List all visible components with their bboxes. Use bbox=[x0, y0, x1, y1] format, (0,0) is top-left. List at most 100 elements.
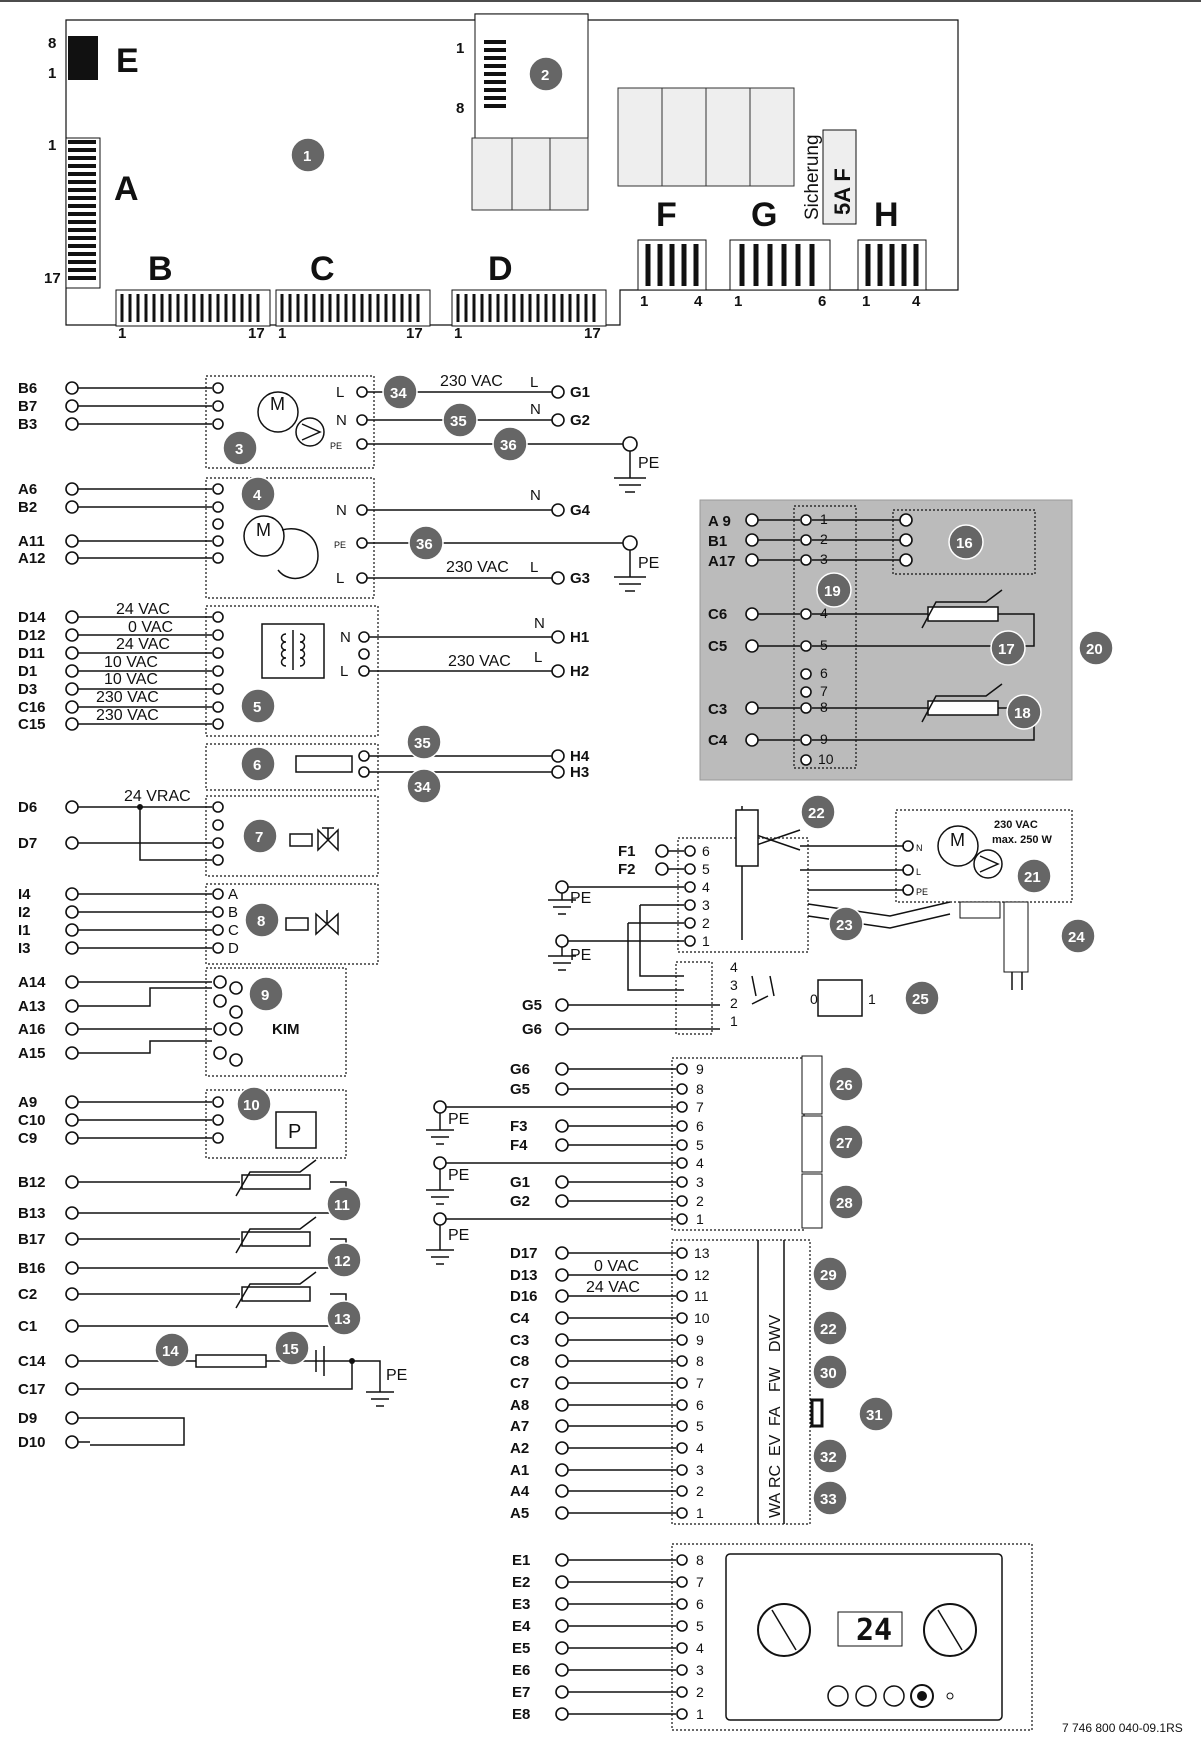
terminal-label: B6 bbox=[18, 380, 37, 397]
reset-button[interactable] bbox=[827, 1685, 849, 1707]
pin-label: 4 bbox=[912, 293, 921, 310]
svg-text:L: L bbox=[916, 867, 921, 877]
igniter-block: H4 H3 bbox=[205, 743, 590, 791]
svg-text:F4: F4 bbox=[510, 1137, 528, 1154]
terminal-label: A14 bbox=[18, 974, 46, 991]
svg-text:3: 3 bbox=[696, 1174, 704, 1190]
terminal-label: C2 bbox=[18, 1286, 37, 1303]
svg-text:PE: PE bbox=[570, 947, 591, 964]
terminal-label: D3 bbox=[18, 681, 37, 698]
svg-text:9: 9 bbox=[820, 731, 828, 747]
svg-text:B1: B1 bbox=[708, 533, 727, 550]
svg-text:N: N bbox=[530, 401, 541, 418]
svg-text:9: 9 bbox=[261, 987, 269, 1004]
svg-text:D13: D13 bbox=[510, 1267, 538, 1284]
connector-label-d: D bbox=[488, 250, 513, 288]
svg-text:PE: PE bbox=[334, 540, 346, 550]
svg-text:A5: A5 bbox=[510, 1505, 529, 1522]
svg-text:G2: G2 bbox=[570, 412, 590, 429]
pin-label: 1 bbox=[734, 293, 742, 310]
svg-text:7: 7 bbox=[696, 1099, 704, 1115]
terminal-label: A12 bbox=[18, 550, 46, 567]
svg-text:L: L bbox=[534, 649, 542, 666]
svg-text:230 VAC: 230 VAC bbox=[96, 707, 159, 724]
terminal-label: A11 bbox=[18, 533, 45, 550]
fan-block: M N PE L N 230 VAC L G4 G3 PE bbox=[205, 477, 659, 599]
svg-text:H4: H4 bbox=[570, 748, 590, 765]
svg-text:17: 17 bbox=[998, 641, 1015, 658]
svg-text:3: 3 bbox=[702, 897, 710, 913]
valve-icon bbox=[285, 910, 339, 936]
svg-text:16: 16 bbox=[956, 535, 973, 552]
svg-text:E4: E4 bbox=[512, 1618, 531, 1635]
svg-text:9: 9 bbox=[696, 1061, 704, 1077]
svg-text:1: 1 bbox=[868, 991, 876, 1007]
service-button[interactable] bbox=[883, 1685, 905, 1707]
fan-motor-icon bbox=[243, 515, 285, 557]
svg-text:PE: PE bbox=[570, 890, 591, 907]
svg-text:34: 34 bbox=[390, 385, 407, 402]
svg-text:3: 3 bbox=[696, 1462, 704, 1478]
svg-text:E2: E2 bbox=[512, 1574, 530, 1591]
pin-label: 8 bbox=[456, 100, 464, 117]
svg-text:5: 5 bbox=[253, 699, 261, 716]
pin-label: 4 bbox=[694, 293, 703, 310]
valve-icon bbox=[289, 827, 339, 852]
svg-text:15: 15 bbox=[282, 1341, 299, 1358]
pin-label: 6 bbox=[818, 293, 826, 310]
svg-text:12: 12 bbox=[694, 1267, 710, 1283]
svg-text:13: 13 bbox=[694, 1245, 710, 1261]
svg-text:7: 7 bbox=[696, 1574, 704, 1590]
valve-block-8: A B C D bbox=[205, 883, 379, 965]
terminal-label: B12 bbox=[18, 1174, 46, 1191]
svg-text:22: 22 bbox=[808, 805, 825, 822]
svg-text:PE: PE bbox=[916, 887, 928, 897]
svg-text:H1: H1 bbox=[570, 629, 589, 646]
connector-a bbox=[65, 137, 101, 289]
svg-text:9: 9 bbox=[696, 1332, 704, 1348]
chimney-button[interactable] bbox=[855, 1685, 877, 1707]
svg-text:11: 11 bbox=[334, 1197, 350, 1214]
plug-icon bbox=[1003, 901, 1029, 973]
svg-text:1: 1 bbox=[696, 1211, 704, 1227]
connector-2 bbox=[471, 13, 589, 211]
svg-text:1: 1 bbox=[702, 933, 710, 949]
svg-text:A17: A17 bbox=[708, 553, 736, 570]
svg-text:4: 4 bbox=[253, 487, 262, 504]
svg-text:5: 5 bbox=[696, 1137, 704, 1153]
svg-text:G3: G3 bbox=[570, 570, 590, 587]
svg-text:35: 35 bbox=[414, 735, 431, 752]
svg-text:230 VAC: 230 VAC bbox=[446, 559, 509, 576]
svg-text:H2: H2 bbox=[570, 663, 589, 680]
svg-text:230 VAC: 230 VAC bbox=[96, 689, 159, 706]
connector-label-h: H bbox=[874, 196, 899, 234]
motor-icon bbox=[257, 391, 299, 433]
svg-text:L: L bbox=[336, 384, 344, 401]
svg-text:N: N bbox=[534, 615, 545, 632]
pressure-sensor-block: P bbox=[205, 1089, 347, 1159]
terminal-label: C10 bbox=[18, 1112, 46, 1129]
relay-block bbox=[617, 87, 795, 187]
svg-text:C3: C3 bbox=[708, 701, 727, 718]
ntc-sensors-left bbox=[235, 1159, 317, 1309]
terminal-label: A13 bbox=[18, 998, 46, 1015]
svg-text:4: 4 bbox=[702, 879, 710, 895]
svg-text:24 VAC: 24 VAC bbox=[116, 601, 170, 618]
svg-text:28: 28 bbox=[836, 1195, 853, 1212]
terminal-label: C16 bbox=[18, 699, 46, 716]
svg-text:G5: G5 bbox=[522, 997, 542, 1014]
svg-text:C3: C3 bbox=[510, 1332, 529, 1349]
svg-text:12: 12 bbox=[334, 1253, 351, 1270]
pin-label: 17 bbox=[584, 325, 601, 342]
svg-text:2: 2 bbox=[696, 1483, 704, 1499]
connector-g bbox=[729, 239, 831, 291]
svg-text:PE: PE bbox=[386, 1367, 407, 1384]
footer-code: 7 746 800 040-09.1RS bbox=[1062, 1721, 1183, 1735]
svg-text:L: L bbox=[530, 559, 538, 576]
pin-label: 17 bbox=[406, 325, 423, 342]
svg-text:B: B bbox=[228, 904, 238, 921]
svg-text:34: 34 bbox=[414, 779, 431, 796]
svg-text:C: C bbox=[228, 922, 239, 939]
